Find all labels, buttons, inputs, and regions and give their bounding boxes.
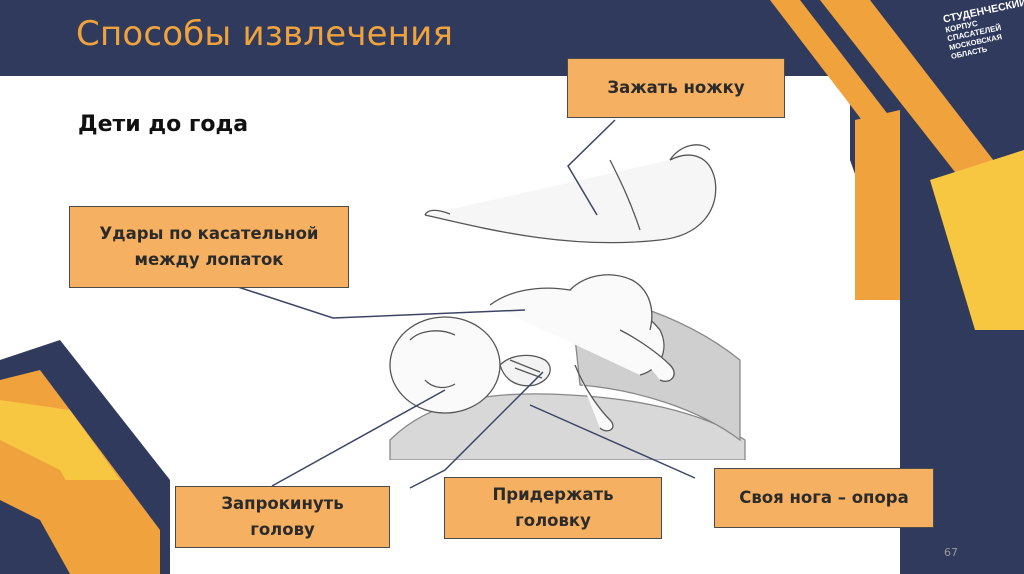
pointer-hold-head [409,371,544,489]
slide-subtitle: Дети до года [78,112,249,137]
callout-tilt-head-line-1: Запрокинуть [221,494,344,514]
callout-back-blows-line-1: Удары по касательной [99,224,319,244]
slide-title: Способы извлечения [76,14,454,54]
callout-hold-head: Придержать головку [444,477,662,539]
left-navy-corner [0,500,70,574]
callout-squeeze-leg-text: Зажать ножку [607,78,745,98]
callout-back-blows: Удары по касательной между лопаток [69,206,349,288]
callout-leg-support: Своя нога – опора [714,468,934,528]
right-orange-block [855,110,900,300]
callout-squeeze-leg: Зажать ножку [567,58,785,118]
callout-back-blows-line-2: между лопаток [134,250,284,269]
callout-tilt-head: Запрокинуть голову [175,486,390,548]
right-yellow-block [930,150,1024,330]
callout-leg-support-text: Своя нога – опора [739,488,909,508]
pointer-back-blows [237,286,526,319]
pointer-squeeze-leg [567,119,616,216]
callout-hold-head-line-1: Придержать [492,485,614,505]
right-yellow-sliver [960,240,1024,290]
page-number: 67 [944,546,958,559]
pointer-leg-support [529,404,696,479]
pointer-tilt-head [271,389,446,487]
callout-hold-head-line-2: головку [515,511,591,530]
callout-tilt-head-line-2: голову [250,520,315,539]
